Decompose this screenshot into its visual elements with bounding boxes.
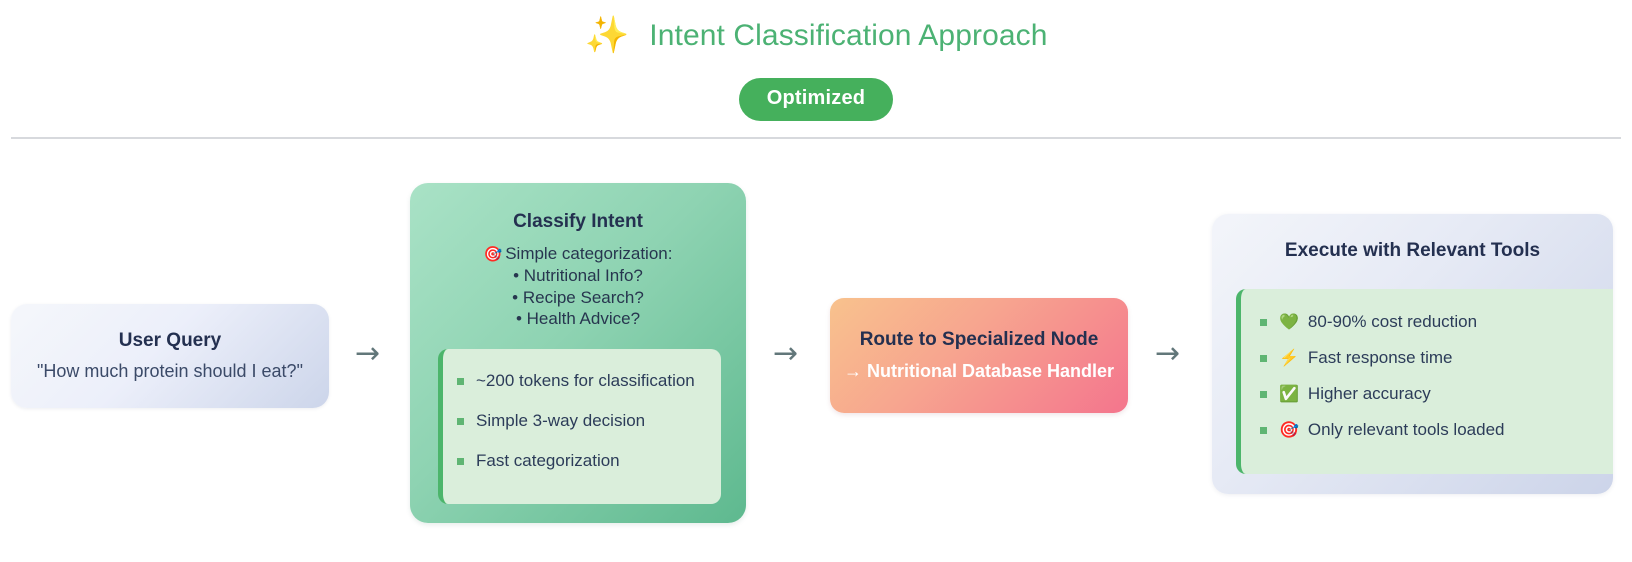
route-node-title: Route to Specialized Node bbox=[859, 329, 1099, 350]
list-item-label: ~200 tokens for classification bbox=[476, 371, 695, 390]
list-item: Simple 3-way decision bbox=[457, 411, 711, 431]
categorization-label: Simple categorization: bbox=[505, 244, 673, 263]
list-item-label: Fast response time bbox=[1307, 348, 1453, 367]
badge-row: Optimized bbox=[0, 78, 1632, 121]
list-item-label: Simple 3-way decision bbox=[476, 411, 646, 430]
list-item: ~200 tokens for classification bbox=[457, 371, 711, 391]
bullet-square-icon bbox=[457, 377, 464, 385]
classify-details-box: ~200 tokens for classification Simple 3-… bbox=[438, 349, 721, 504]
categorization-label-row: 🎯Simple categorization: bbox=[410, 243, 746, 265]
sparkles-icon: ✨ bbox=[584, 14, 630, 55]
node-user-query[interactable]: User Query "How much protein should I ea… bbox=[11, 304, 329, 408]
list-item-label: 80-90% cost reduction bbox=[1307, 312, 1478, 331]
arrow-right-icon-2: → bbox=[773, 336, 799, 371]
title-row: ✨ Intent Classification Approach bbox=[0, 14, 1632, 55]
header-divider bbox=[11, 137, 1621, 139]
bullet-square-icon bbox=[457, 457, 464, 465]
list-item-label: Only relevant tools loaded bbox=[1307, 420, 1505, 439]
category-option-2: • Recipe Search? bbox=[512, 287, 644, 307]
bullet-square-icon bbox=[1260, 354, 1267, 362]
node-route-to-specialized[interactable]: Route to Specialized Node → Nutritional … bbox=[830, 298, 1128, 413]
user-query-title: User Query bbox=[118, 330, 222, 351]
lightning-bolt-icon: ⚡ bbox=[1279, 350, 1299, 367]
route-node-target: → Nutritional Database Handler bbox=[843, 361, 1115, 381]
list-item: Fast categorization bbox=[457, 451, 711, 471]
page-header: ✨ Intent Classification Approach Optimiz… bbox=[0, 0, 1632, 139]
list-item-label: Fast categorization bbox=[476, 451, 620, 470]
node-classify-intent[interactable]: Classify Intent 🎯Simple categorization: … bbox=[410, 183, 746, 523]
category-option-1: • Nutritional Info? bbox=[513, 266, 643, 286]
execute-tools-title: Execute with Relevant Tools bbox=[1284, 240, 1541, 261]
list-item: ✅ Higher accuracy bbox=[1260, 384, 1613, 404]
target-icon: 🎯 bbox=[483, 246, 503, 263]
list-item: ⚡ Fast response time bbox=[1260, 348, 1613, 368]
list-item: 🎯 Only relevant tools loaded bbox=[1260, 420, 1613, 440]
status-badge: Optimized bbox=[738, 78, 894, 121]
bullet-square-icon bbox=[1260, 318, 1267, 326]
page-title: Intent Classification Approach bbox=[649, 19, 1048, 52]
node-execute-with-tools[interactable]: Execute with Relevant Tools 💚 80-90% cos… bbox=[1212, 214, 1613, 494]
green-heart-icon: 💚 bbox=[1279, 314, 1299, 331]
category-option-3: • Health Advice? bbox=[515, 309, 641, 329]
flow-diagram: User Query "How much protein should I ea… bbox=[0, 138, 1632, 562]
check-mark-icon: ✅ bbox=[1279, 386, 1299, 403]
bullet-square-icon bbox=[1260, 390, 1267, 398]
list-item: 💚 80-90% cost reduction bbox=[1260, 312, 1613, 332]
classify-intent-title: Classify Intent bbox=[513, 211, 643, 232]
execute-benefits-box: 💚 80-90% cost reduction ⚡ Fast response … bbox=[1236, 289, 1613, 474]
target-icon: 🎯 bbox=[1279, 422, 1299, 439]
bullet-square-icon bbox=[1260, 426, 1267, 434]
user-query-text: "How much protein should I eat?" bbox=[37, 361, 303, 381]
list-item-label: Higher accuracy bbox=[1307, 384, 1431, 403]
bullet-square-icon bbox=[457, 417, 464, 425]
arrow-right-icon-3: → bbox=[1155, 336, 1181, 371]
arrow-right-icon-1: → bbox=[355, 336, 381, 371]
